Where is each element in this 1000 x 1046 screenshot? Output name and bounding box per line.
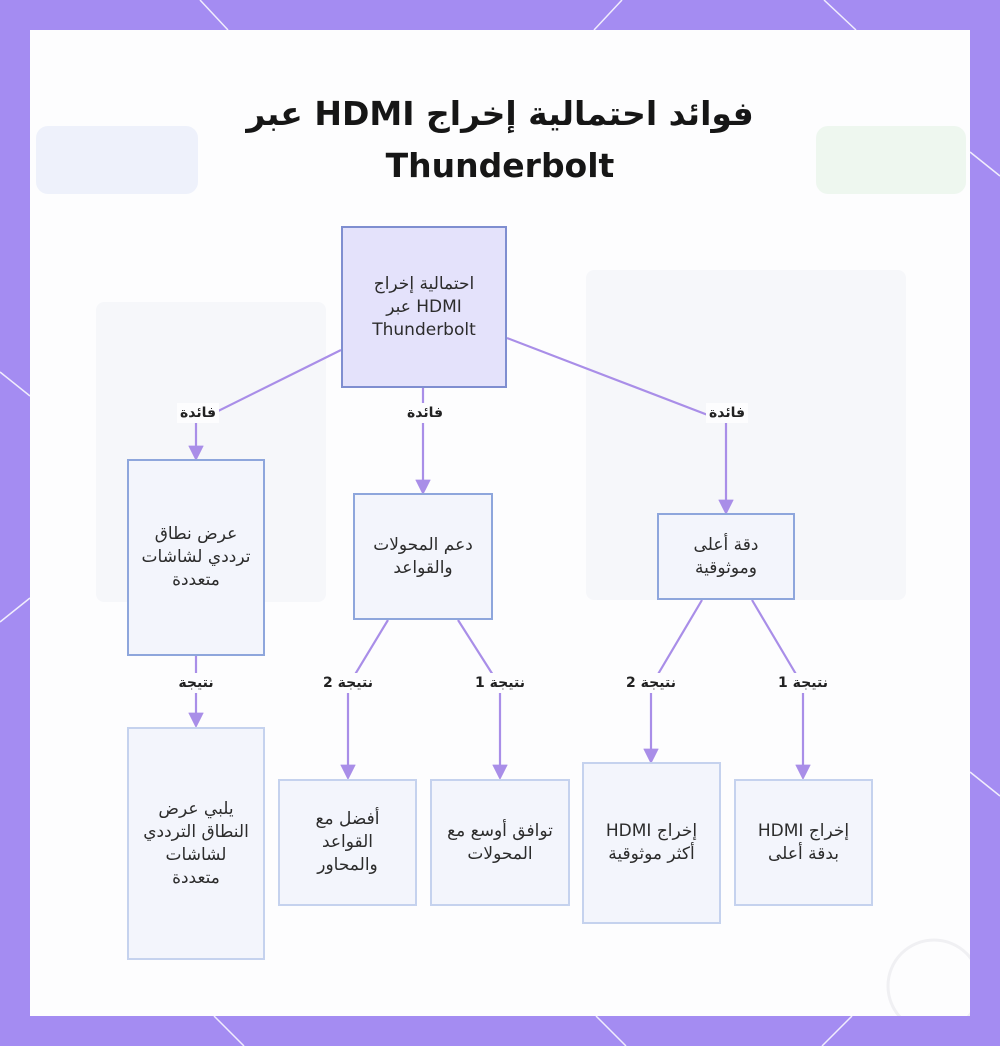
edge-benefit-middle-to-result-2 — [348, 620, 388, 777]
edge-root-to-benefit-right — [507, 338, 726, 512]
node-result-mid-2: أفضل مع القواعد والمحاور — [278, 779, 417, 906]
edge-benefit-middle-to-result-1 — [458, 620, 500, 777]
node-benefit-right: دقة أعلى وموثوقية — [657, 513, 795, 600]
edge-label-benefit-right: فائدة — [706, 403, 748, 423]
edge-label-result: نتيجة — [175, 673, 216, 693]
edge-label-result-right-1: نتيجة 1 — [775, 673, 831, 693]
node-benefit-left: عرض نطاق ترددي لشاشات متعددة — [127, 459, 265, 656]
node-benefit-middle: دعم المحولات والقواعد — [353, 493, 493, 620]
edge-label-result-mid-2: نتيجة 2 — [320, 673, 376, 693]
diagram-panel: فوائد احتمالية إخراج HDMI عبر Thunderbol… — [30, 30, 970, 1016]
node-result-right-2: إخراج HDMI أكثر موثوقية — [582, 762, 721, 924]
node-root: احتمالية إخراج HDMI عبر Thunderbolt — [341, 226, 507, 388]
edge-label-result-mid-1: نتيجة 1 — [472, 673, 528, 693]
edge-label-result-right-2: نتيجة 2 — [623, 673, 679, 693]
node-result-right-1: إخراج HDMI بدقة أعلى — [734, 779, 873, 906]
edge-label-benefit-middle: فائدة — [404, 403, 446, 423]
node-result-mid-1: توافق أوسع مع المحولات — [430, 779, 570, 906]
edge-label-benefit-left: فائدة — [177, 403, 219, 423]
node-result-left: يلبي عرض النطاق الترددي لشاشات متعددة — [127, 727, 265, 960]
